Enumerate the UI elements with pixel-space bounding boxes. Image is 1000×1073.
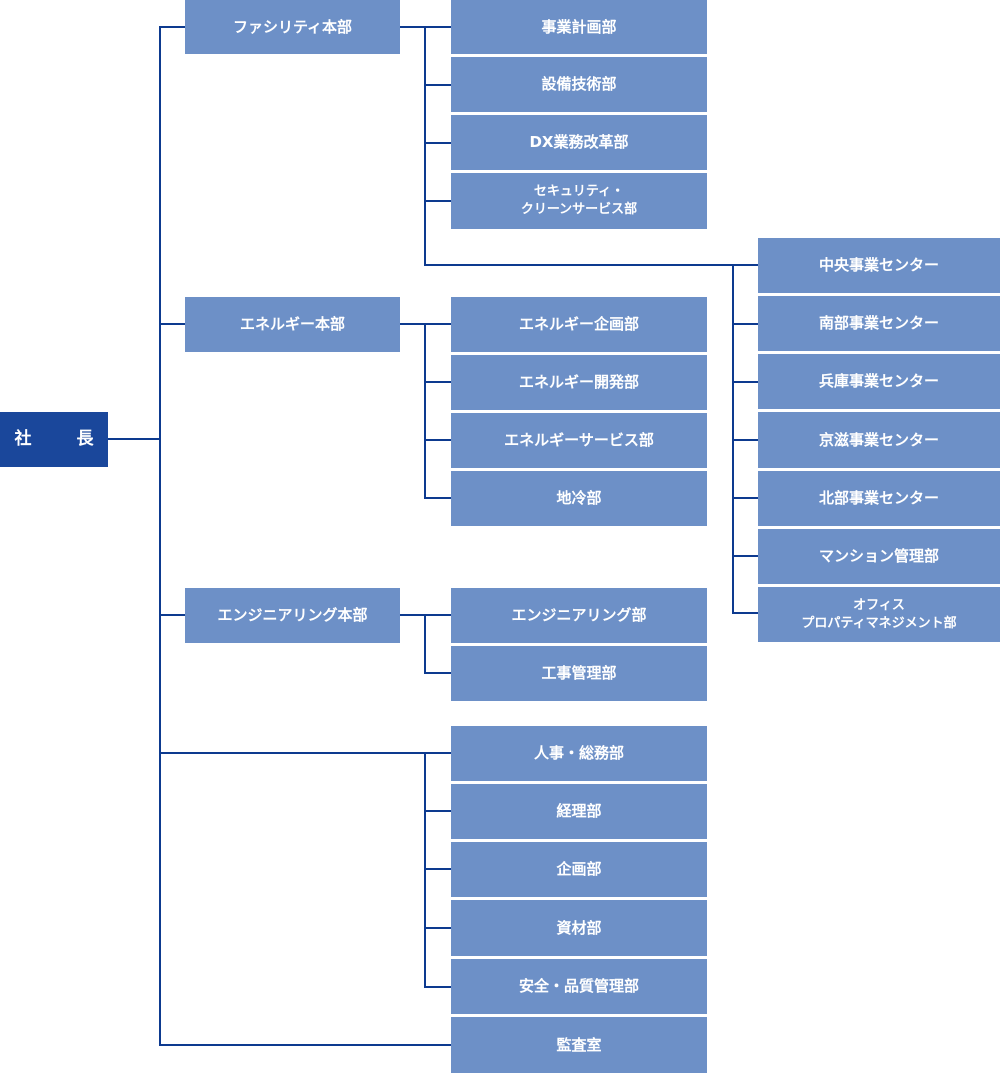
- connector-corporate: [159, 752, 451, 754]
- connector-engineering-d1: [424, 672, 451, 674]
- dept-hr-general-affairs[interactable]: 人事・総務部: [451, 726, 707, 781]
- connector-facility-d3: [424, 200, 451, 202]
- dept-safety-quality[interactable]: 安全・品質管理部: [451, 959, 707, 1014]
- connector-energy-d3: [424, 497, 451, 499]
- dept-dx-reform[interactable]: DX業務改革部: [451, 115, 707, 170]
- center-hyogo[interactable]: 兵庫事業センター: [758, 354, 1000, 409]
- dept-procurement[interactable]: 資材部: [451, 900, 707, 956]
- dept-engineering[interactable]: エンジニアリング部: [451, 588, 707, 643]
- connector-trunk: [159, 26, 161, 1046]
- connector-engineering-hq: [159, 614, 185, 616]
- dept-energy-service[interactable]: エネルギーサービス部: [451, 413, 707, 468]
- center-hokubu[interactable]: 北部事業センター: [758, 471, 1000, 526]
- connector-center-3: [732, 439, 758, 441]
- center-nanbu[interactable]: 南部事業センター: [758, 296, 1000, 351]
- connector-energy-d2: [424, 439, 451, 441]
- connector-president: [108, 438, 160, 440]
- connector-facility-hq: [159, 26, 185, 28]
- connector-center-2: [732, 381, 758, 383]
- connector-corporate-d3: [424, 927, 451, 929]
- hq-facility[interactable]: ファシリティ本部: [185, 0, 400, 54]
- connector-engineering-vertical: [424, 614, 426, 674]
- dept-district-cooling[interactable]: 地冷部: [451, 471, 707, 526]
- connector-centers-horizontal: [424, 264, 758, 266]
- connector-center-1: [732, 323, 758, 325]
- connector-facility-d1: [424, 84, 451, 86]
- dept-energy-development[interactable]: エネルギー開発部: [451, 355, 707, 410]
- connector-center-4: [732, 497, 758, 499]
- connector-facility-d2: [424, 142, 451, 144]
- connector-energy-hq: [159, 323, 185, 325]
- connector-center-6: [732, 612, 758, 614]
- connector-corporate-d4: [424, 986, 451, 988]
- connector-corporate-vertical: [424, 752, 426, 988]
- dept-business-planning[interactable]: 事業計画部: [451, 0, 707, 54]
- connector-facility-vertical: [424, 26, 426, 266]
- dept-equipment-technology[interactable]: 設備技術部: [451, 57, 707, 112]
- president-box[interactable]: 社 長: [0, 412, 108, 467]
- dept-accounting[interactable]: 経理部: [451, 784, 707, 839]
- connector-corporate-d2: [424, 868, 451, 870]
- dept-construction-management[interactable]: 工事管理部: [451, 646, 707, 701]
- hq-energy[interactable]: エネルギー本部: [185, 297, 400, 352]
- connector-energy-d1: [424, 381, 451, 383]
- dept-security-clean[interactable]: セキュリティ・ クリーンサービス部: [451, 173, 707, 229]
- connector-audit: [159, 1044, 451, 1046]
- center-keiji[interactable]: 京滋事業センター: [758, 412, 1000, 468]
- connector-energy-vertical: [424, 323, 426, 499]
- dept-planning[interactable]: 企画部: [451, 842, 707, 897]
- dept-office-property-management[interactable]: オフィス プロパティマネジメント部: [758, 587, 1000, 642]
- connector-center-5: [732, 555, 758, 557]
- dept-energy-planning[interactable]: エネルギー企画部: [451, 297, 707, 352]
- audit-office[interactable]: 監査室: [451, 1017, 707, 1073]
- hq-engineering[interactable]: エンジニアリング本部: [185, 588, 400, 643]
- dept-mansion-management[interactable]: マンション管理部: [758, 529, 1000, 584]
- connector-corporate-d1: [424, 810, 451, 812]
- center-chuo[interactable]: 中央事業センター: [758, 238, 1000, 293]
